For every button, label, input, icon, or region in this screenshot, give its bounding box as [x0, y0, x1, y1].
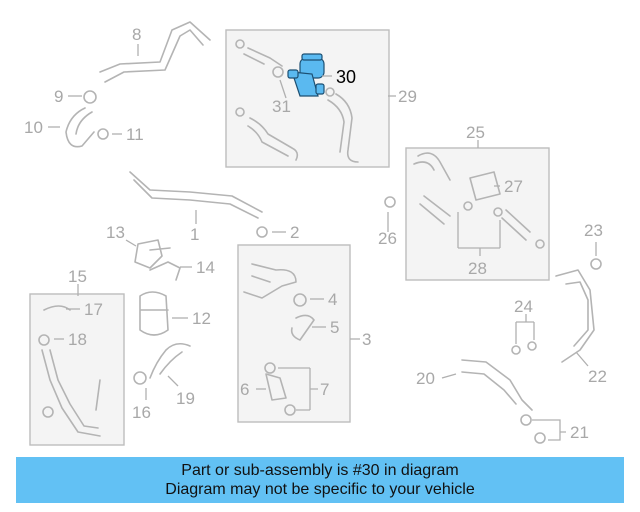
clamp-28b: [493, 207, 503, 217]
callout-16: 16: [132, 403, 151, 422]
callout-25: 25: [466, 123, 485, 142]
hose-25b: [419, 195, 451, 225]
banner-line-2: Diagram may not be specific to your vehi…: [165, 481, 475, 498]
clamp-29b: [235, 107, 245, 117]
banner-line-1: Part or sub-assembly is #30 in diagram: [181, 462, 459, 479]
callout-7: 7: [320, 380, 329, 399]
clamp-29a: [235, 39, 245, 49]
subassembly-box-15: [29, 293, 125, 446]
hose-15: [41, 305, 101, 437]
hose-22: [555, 269, 595, 363]
clamp-24a: [511, 345, 521, 355]
callout-8: 8: [132, 25, 141, 44]
subassembly-box-25: [405, 147, 550, 281]
callout-11: 11: [126, 125, 144, 144]
callout-15: 15: [68, 267, 87, 286]
bracket-13: [134, 239, 171, 269]
clamp-2: [256, 226, 268, 238]
callout-14: 14: [196, 258, 215, 277]
clamp-21b: [534, 432, 546, 444]
callout-13: 13: [106, 223, 125, 242]
valve-27: [469, 171, 501, 201]
clamp-7b: [284, 404, 296, 416]
clamp-23: [590, 258, 602, 270]
hose-29a: [243, 47, 283, 67]
bolt-15: [42, 406, 54, 418]
bracket-14: [149, 261, 181, 281]
callout-2: 2: [290, 223, 299, 242]
callout-27: 27: [504, 177, 523, 196]
clamp-28a: [463, 201, 473, 211]
hose-3: [243, 263, 297, 299]
hose-6: [265, 373, 287, 401]
hose-20: [461, 359, 533, 411]
clamp-29c: [325, 87, 335, 97]
callout-30: 30: [336, 67, 356, 87]
hose-29c: [327, 93, 359, 163]
callout-26: 26: [378, 229, 397, 248]
leader-lines: [48, 44, 597, 441]
hose-25c: [501, 209, 531, 241]
clamp-9: [83, 90, 97, 104]
callout-3: 3: [362, 330, 371, 349]
clamp-11: [97, 128, 109, 140]
hose-10: [65, 107, 95, 148]
callout-17: 17: [84, 300, 103, 319]
clamp-24b: [527, 341, 537, 351]
callout-5: 5: [330, 318, 339, 337]
hose-5: [290, 314, 315, 341]
callout-4: 4: [328, 290, 337, 309]
subassembly-box-29: [225, 29, 390, 168]
callout-29: 29: [398, 87, 417, 106]
clamp-31: [272, 66, 284, 78]
callout-24: 24: [514, 297, 533, 316]
hose-25a: [413, 152, 451, 181]
callout-31: 31: [272, 97, 291, 116]
callout-9: 9: [54, 87, 63, 106]
clamp-16: [133, 371, 147, 385]
callout-1: 1: [190, 225, 199, 244]
callout-22: 22: [588, 367, 607, 386]
callout-20: 20: [416, 369, 435, 388]
clamp-26: [384, 196, 396, 208]
callout-21: 21: [570, 423, 589, 442]
hose-19: [149, 342, 191, 379]
clamp-25: [535, 239, 545, 249]
callout-6: 6: [240, 380, 249, 399]
clamp-7a: [264, 362, 276, 374]
callout-28: 28: [468, 259, 487, 278]
callout-19: 19: [176, 389, 195, 408]
callout-18: 18: [68, 330, 87, 349]
hose-8: [99, 21, 211, 83]
clamp-21a: [520, 414, 532, 426]
hose-29b: [247, 117, 299, 161]
highlighted-part-30[interactable]: [287, 53, 325, 97]
callout-23: 23: [584, 221, 603, 240]
callout-12: 12: [192, 309, 211, 328]
notice-banner: Part or sub-assembly is #30 in diagram D…: [16, 457, 624, 503]
pipe-1: [129, 171, 263, 219]
callout-10: 10: [24, 118, 43, 137]
pump-12: [139, 291, 169, 336]
clamp-4: [293, 293, 307, 307]
clamp-18: [38, 334, 50, 346]
